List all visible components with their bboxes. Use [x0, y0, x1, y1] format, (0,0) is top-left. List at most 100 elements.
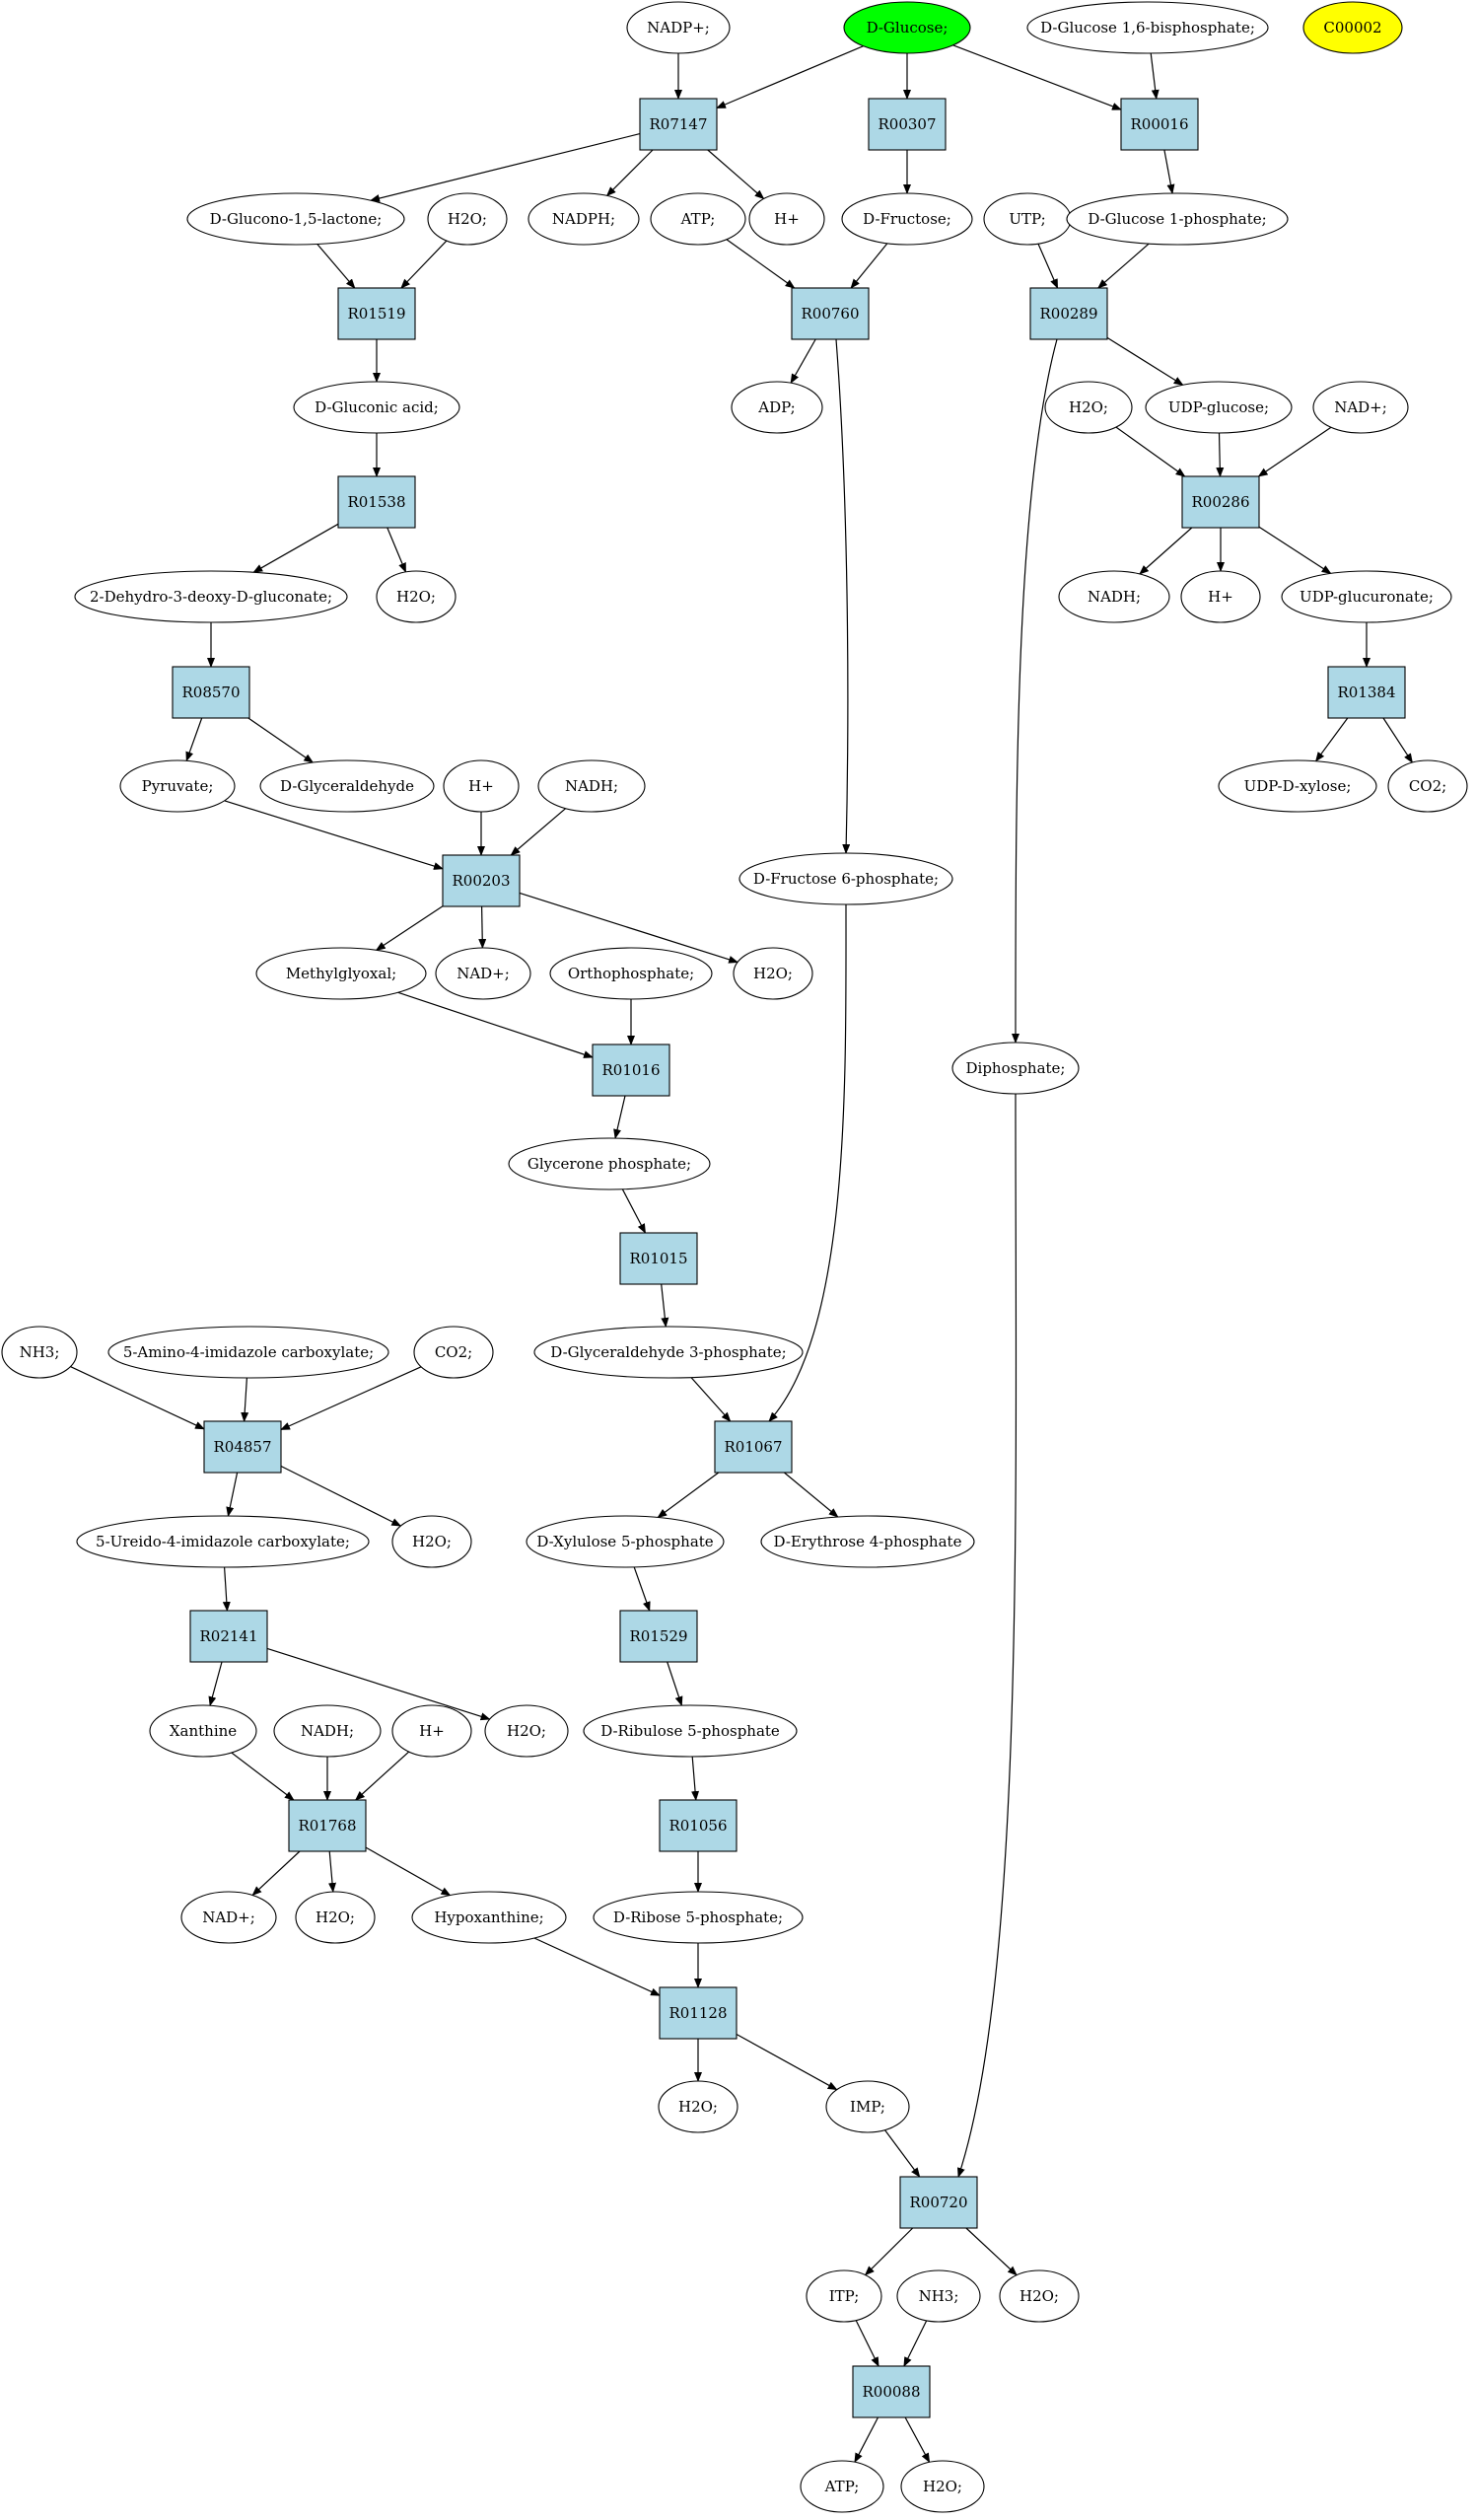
reaction-node-r00289[interactable]: R00289 — [1029, 287, 1108, 340]
compound-node-xanthine[interactable]: Xanthine — [149, 1704, 257, 1758]
compound-node-g16bp[interactable]: D-Glucose 1,6-bisphosphate; — [1026, 1, 1269, 54]
compound-label: H2O; — [412, 1533, 452, 1550]
reaction-node-r01067[interactable]: R01067 — [714, 1420, 793, 1474]
compound-node-adp[interactable]: ADP; — [731, 381, 823, 434]
compound-node-nadp[interactable]: NADP+; — [626, 1, 731, 54]
edge-r01768-to-nad_c — [251, 1850, 301, 1897]
compound-ellipse — [748, 192, 825, 246]
compound-node-nad_a[interactable]: NAD+; — [1312, 381, 1409, 434]
compound-node-hplus_a[interactable]: H+ — [748, 192, 825, 246]
edge-nadh_b-to-r00203 — [510, 808, 566, 856]
compound-node-nadh_b[interactable]: NADH; — [537, 759, 646, 813]
compound-node-hplus_d[interactable]: H+ — [391, 1704, 472, 1758]
compound-node-udpxylose[interactable]: UDP-D-xylose; — [1218, 759, 1377, 813]
compound-node-nad_b[interactable]: NAD+; — [435, 947, 531, 1000]
reaction-node-r00307[interactable]: R00307 — [868, 98, 947, 151]
compound-node-udpglucose[interactable]: UDP-glucose; — [1145, 381, 1293, 434]
reaction-node-r04857[interactable]: R04857 — [203, 1420, 282, 1474]
reaction-node-r02141[interactable]: R02141 — [189, 1610, 268, 1663]
compound-node-atp_b[interactable]: ATP; — [800, 2460, 884, 2513]
compound-node-hypoxanthine[interactable]: Hypoxanthine; — [411, 1891, 567, 1944]
compound-node-g3p[interactable]: D-Glyceraldehyde 3-phosphate; — [533, 1326, 804, 1379]
compound-node-h2o_e[interactable]: H2O; — [391, 1515, 472, 1568]
reaction-node-r01384[interactable]: R01384 — [1327, 666, 1406, 719]
compound-node-fructose[interactable]: D-Fructose; — [841, 192, 973, 246]
compound-node-h2o_g[interactable]: H2O; — [295, 1891, 376, 1944]
reaction-node-r00016[interactable]: R00016 — [1120, 98, 1199, 151]
reaction-node-r00286[interactable]: R00286 — [1181, 475, 1260, 529]
edge-r04857-to-h2o_e — [280, 1465, 402, 1527]
compound-node-nad_c[interactable]: NAD+; — [180, 1891, 277, 1944]
compound-node-hplus_b[interactable]: H+ — [1180, 570, 1261, 623]
compound-node-x5p[interactable]: D-Xylulose 5-phosphate — [526, 1515, 725, 1568]
reaction-node-r01128[interactable]: R01128 — [659, 1986, 738, 2040]
compound-node-atp_a[interactable]: ATP; — [650, 192, 746, 246]
compound-node-kdg[interactable]: 2-Dehydro-3-deoxy-D-gluconate; — [74, 570, 348, 623]
compound-node-itp[interactable]: ITP; — [806, 2269, 882, 2323]
compound-node-ru5p[interactable]: D-Ribulose 5-phosphate — [583, 1704, 798, 1758]
compound-node-pyruvate[interactable]: Pyruvate; — [119, 759, 236, 813]
reaction-node-r01538[interactable]: R01538 — [337, 475, 416, 529]
compound-node-h2o_c[interactable]: H2O; — [376, 570, 457, 623]
compound-node-c00002[interactable]: C00002 — [1302, 1, 1403, 54]
compound-node-aic[interactable]: 5-Amino-4-imidazole carboxylate; — [107, 1326, 389, 1379]
compound-node-utp[interactable]: UTP; — [983, 192, 1072, 246]
compound-node-glyceraldehyde[interactable]: D-Glyceraldehyde — [259, 759, 435, 813]
compound-node-r5p[interactable]: D-Ribose 5-phosphate; — [593, 1891, 804, 1944]
reaction-node-r07147[interactable]: R07147 — [639, 98, 718, 151]
compound-node-udpglucuronate[interactable]: UDP-glucuronate; — [1281, 570, 1452, 623]
compound-node-gluconic[interactable]: D-Gluconic acid; — [293, 381, 460, 434]
compound-label: H2O; — [1069, 398, 1108, 416]
compound-ellipse — [1387, 759, 1468, 813]
compound-node-nadh_a[interactable]: NADH; — [1058, 570, 1170, 623]
edge-r02141-to-h2o_f — [266, 1647, 491, 1721]
reaction-label: R01768 — [298, 1817, 356, 1835]
compound-node-h2o_a[interactable]: H2O; — [427, 192, 508, 246]
reaction-node-r01529[interactable]: R01529 — [619, 1610, 698, 1663]
compound-node-imp[interactable]: IMP; — [825, 2080, 910, 2133]
reaction-node-r00760[interactable]: R00760 — [791, 287, 870, 340]
compound-node-f6p[interactable]: D-Fructose 6-phosphate; — [738, 852, 953, 905]
edge-r00203-to-methylglyoxal — [375, 905, 444, 951]
compound-node-g1p[interactable]: D-Glucose 1-phosphate; — [1066, 192, 1289, 246]
compound-node-h2o_f[interactable]: H2O; — [484, 1704, 569, 1758]
compound-node-co2_a[interactable]: CO2; — [1387, 759, 1468, 813]
compound-node-h2o_i[interactable]: H2O; — [999, 2269, 1080, 2323]
reaction-node-r08570[interactable]: R08570 — [172, 666, 250, 719]
edge-r01384-to-udpxylose — [1315, 717, 1349, 762]
compound-node-hplus_c[interactable]: H+ — [443, 759, 520, 813]
compound-node-e4p[interactable]: D-Erythrose 4-phosphate — [760, 1515, 975, 1568]
compound-node-uic[interactable]: 5-Ureido-4-imidazole carboxylate; — [76, 1515, 370, 1568]
reaction-node-r01016[interactable]: R01016 — [592, 1044, 670, 1097]
compound-node-h2o_j[interactable]: H2O; — [900, 2460, 985, 2513]
reaction-node-r01056[interactable]: R01056 — [659, 1799, 738, 1852]
compound-node-h2o_h[interactable]: H2O; — [658, 2080, 738, 2133]
compound-node-glyceronep[interactable]: Glycerone phosphate; — [508, 1137, 711, 1190]
reaction-node-r01768[interactable]: R01768 — [288, 1799, 367, 1852]
reaction-node-r00720[interactable]: R00720 — [899, 2176, 978, 2229]
compound-label: H2O; — [678, 2098, 718, 2116]
compound-label: NADH; — [1088, 588, 1141, 606]
compound-node-h2o_b[interactable]: H2O; — [1044, 381, 1133, 434]
compound-node-nh3_a[interactable]: NH3; — [1, 1326, 78, 1379]
reaction-label: R08570 — [181, 684, 240, 701]
compound-node-methylglyoxal[interactable]: Methylglyoxal; — [255, 947, 427, 1000]
compound-ellipse — [896, 2269, 981, 2323]
compound-node-nadph[interactable]: NADPH; — [527, 192, 640, 246]
reaction-label: R00286 — [1191, 493, 1249, 511]
compound-node-co2_b[interactable]: CO2; — [413, 1326, 494, 1379]
compound-node-orthophosphate[interactable]: Orthophosphate; — [549, 947, 713, 1000]
reaction-node-r00088[interactable]: R00088 — [852, 2365, 931, 2418]
compound-node-diphosphate[interactable]: Diphosphate; — [951, 1042, 1080, 1095]
compound-node-gluconolactone[interactable]: D-Glucono-1,5-lactone; — [186, 192, 405, 246]
reaction-node-r00203[interactable]: R00203 — [442, 854, 521, 907]
compound-ellipse — [149, 1704, 257, 1758]
compound-node-nh3_b[interactable]: NH3; — [896, 2269, 981, 2323]
reaction-node-r01519[interactable]: R01519 — [337, 287, 416, 340]
compound-ellipse — [533, 1326, 804, 1379]
compound-node-h2o_d[interactable]: H2O; — [733, 947, 813, 1000]
compound-node-glucose[interactable]: D-Glucose; — [843, 1, 971, 54]
compound-ellipse — [391, 1704, 472, 1758]
reaction-node-r01015[interactable]: R01015 — [619, 1232, 698, 1285]
compound-node-nadh_c[interactable]: NADH; — [273, 1704, 382, 1758]
